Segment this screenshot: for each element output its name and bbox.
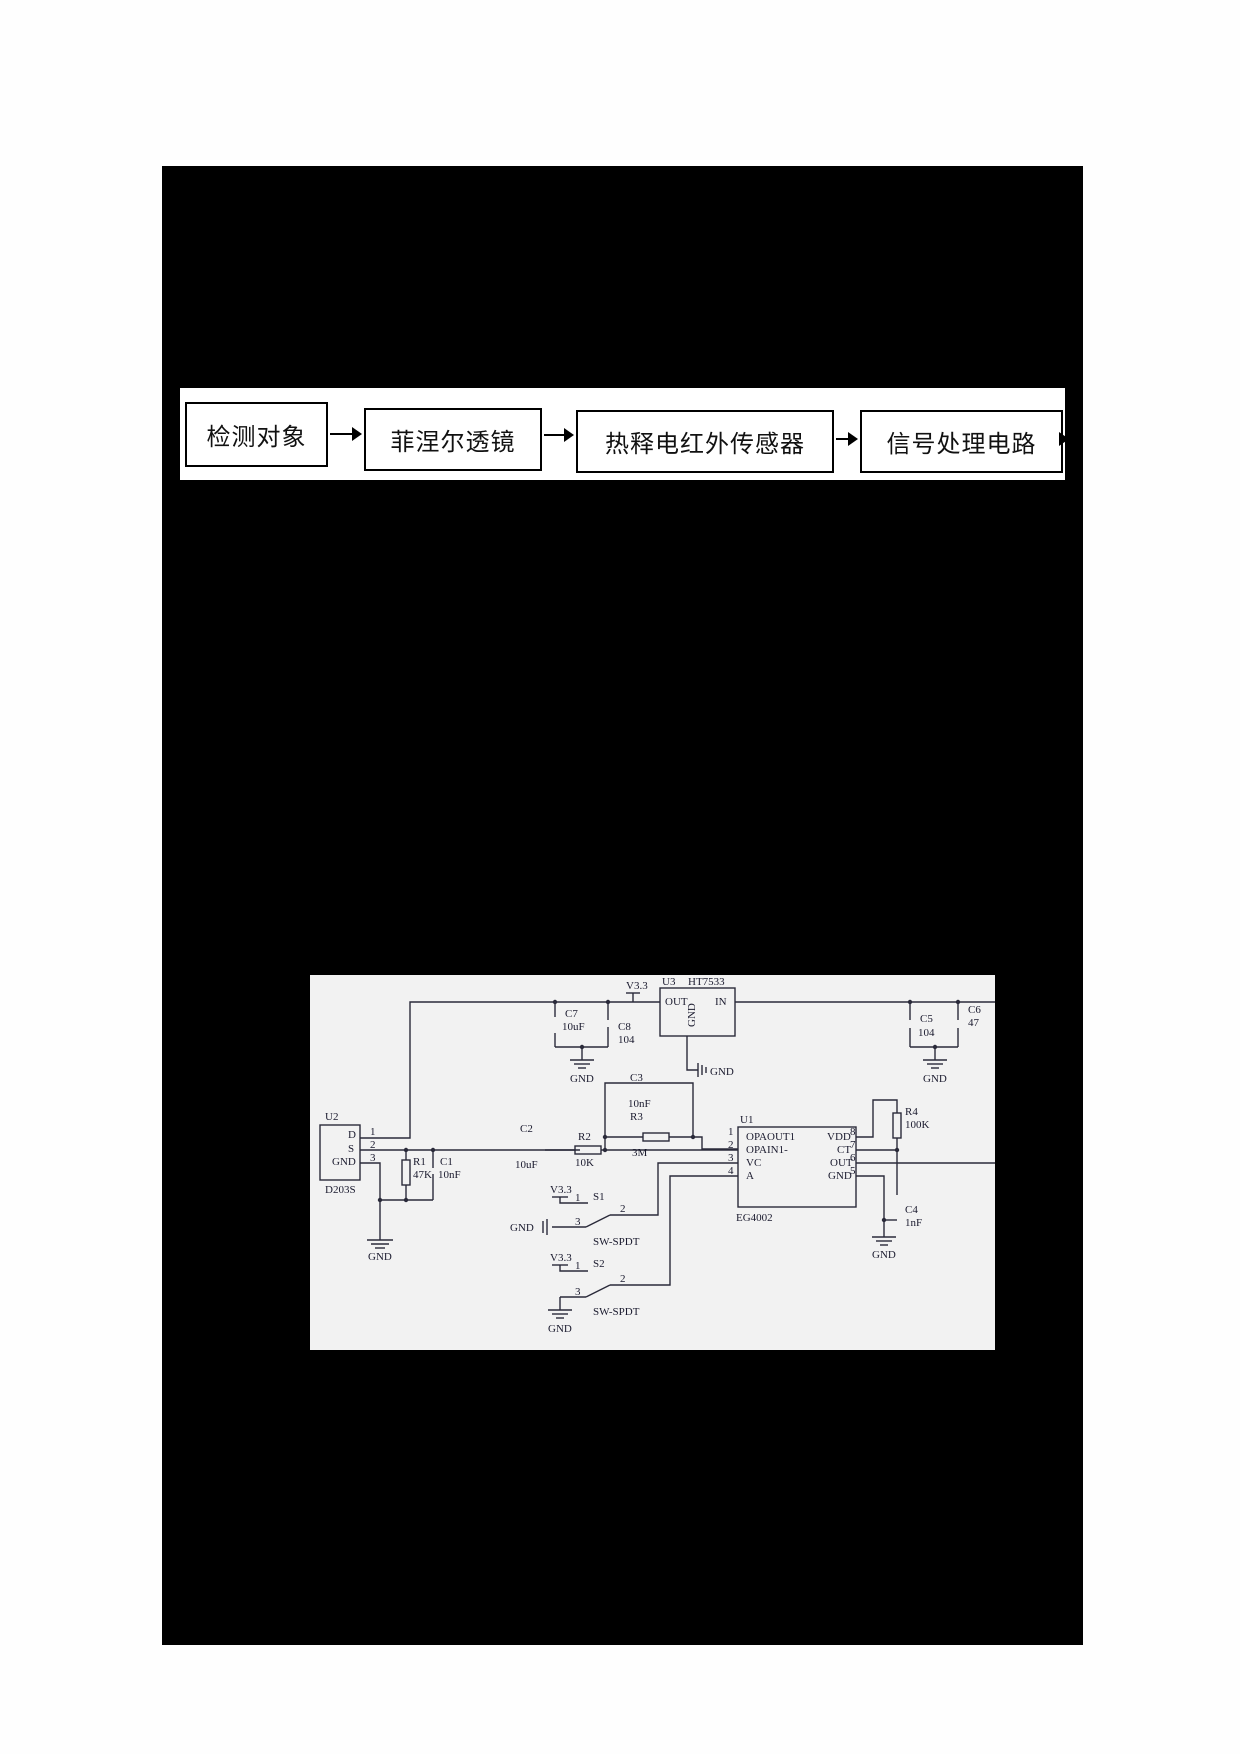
u1-pin-num: 2 — [728, 1139, 734, 1151]
r4-value: 100K — [905, 1119, 930, 1131]
u1-pin: VDD — [827, 1131, 851, 1143]
u2-pin-d: D — [348, 1129, 356, 1141]
u1-pin-num: 7 — [850, 1139, 856, 1151]
u3-pin-gnd: GND — [686, 1003, 698, 1027]
c4-ref: C4 — [905, 1204, 918, 1216]
s1-pin: 2 — [620, 1203, 626, 1215]
c5-value: 104 — [918, 1027, 935, 1039]
u2-pin-num: 2 — [370, 1139, 376, 1151]
u3-ref: U3 — [662, 976, 676, 988]
u3-part: HT7533 — [688, 976, 725, 988]
gnd-label: GND — [872, 1249, 896, 1261]
c7-ref: C7 — [565, 1008, 578, 1020]
s1-pin: 3 — [575, 1216, 581, 1228]
r1-ref: R1 — [413, 1156, 426, 1168]
c3-ref: C3 — [630, 1072, 643, 1084]
gnd-label: GND — [368, 1251, 392, 1263]
u2-part: D203S — [325, 1184, 356, 1196]
c1-ref: C1 — [440, 1156, 453, 1168]
arrow-icon — [1059, 432, 1069, 446]
u1-pin: OPAIN1- — [746, 1144, 788, 1156]
u2-ref: U2 — [325, 1111, 338, 1123]
u1-pin: VC — [746, 1157, 761, 1169]
flow-box-label: 信号处理电路 — [886, 430, 1037, 458]
c4-value: 1nF — [905, 1217, 922, 1229]
u1-pin-num: 8 — [850, 1126, 856, 1138]
block-diagram: 检测对象 菲涅尔透镜 热释电红外传感器 信号处理电路 — [180, 388, 1069, 480]
u1-pin-num: 3 — [728, 1152, 734, 1164]
gnd-label: GND — [923, 1073, 947, 1085]
flow-box-label: 检测对象 — [206, 423, 307, 451]
flow-box-signal-processing: 信号处理电路 — [860, 410, 1063, 473]
u1-part: EG4002 — [736, 1212, 773, 1224]
r2-ref: R2 — [578, 1131, 591, 1143]
u1-ref: U1 — [740, 1114, 753, 1126]
gnd-label: GND — [710, 1066, 734, 1078]
schematic-drawing: U2 D S GND 1 2 3 D203S C7 10uF C8 104 GN… — [319, 976, 995, 1335]
gnd-label: GND — [548, 1323, 572, 1335]
flow-box-label: 热释电红外传感器 — [605, 430, 805, 458]
u1-pin-num: 6 — [850, 1152, 856, 1164]
u3-pin-in: IN — [715, 996, 727, 1008]
u2-pin-s: S — [348, 1143, 354, 1155]
c8-value: 104 — [618, 1034, 635, 1046]
arrow-icon — [544, 428, 574, 442]
u1-pin: GND — [828, 1170, 852, 1182]
s1-type: SW-SPDT — [593, 1236, 640, 1248]
u1-pin: CT — [837, 1144, 851, 1156]
c2-ref: C2 — [520, 1123, 533, 1135]
c8-ref: C8 — [618, 1021, 631, 1033]
u1-pin-num: 4 — [728, 1165, 734, 1177]
vcc-label: V3.3 — [626, 980, 648, 992]
s2-pin: 1 — [575, 1260, 581, 1272]
s2-pin: 2 — [620, 1273, 626, 1285]
u1-pin-num: 1 — [728, 1126, 734, 1138]
vcc-label: V3.3 — [550, 1252, 572, 1264]
u2-pin-num: 1 — [370, 1126, 376, 1138]
c2-value: 10uF — [515, 1159, 538, 1171]
r1-value: 47K — [413, 1169, 432, 1181]
u2-pin-gnd: GND — [332, 1156, 356, 1168]
circuit-schematic: U2 D S GND 1 2 3 D203S C7 10uF C8 104 GN… — [310, 975, 995, 1350]
c3-value: 10nF — [628, 1098, 651, 1110]
s2-type: SW-SPDT — [593, 1306, 640, 1318]
arrow-icon — [330, 427, 362, 441]
s2-pin: 3 — [575, 1286, 581, 1298]
u3-pin-out: OUT — [665, 996, 688, 1008]
flow-box-detection-target: 检测对象 — [185, 402, 328, 467]
s1-ref: S1 — [593, 1191, 605, 1203]
r4-ref: R4 — [905, 1106, 918, 1118]
c7-value: 10uF — [562, 1021, 585, 1033]
r3-value: 3M — [632, 1147, 648, 1159]
u2-pin-num: 3 — [370, 1152, 376, 1164]
u1-pin: OUT — [830, 1157, 853, 1169]
flow-box-pir-sensor: 热释电红外传感器 — [576, 410, 834, 473]
u1-pin-num: 5 — [850, 1165, 856, 1177]
u1-pin: OPAOUT1 — [746, 1131, 795, 1143]
c1-value: 10nF — [438, 1169, 461, 1181]
r3-ref: R3 — [630, 1111, 643, 1123]
u1-pin: A — [746, 1170, 754, 1182]
c6-ref: C6 — [968, 1004, 981, 1016]
s1-pin: 1 — [575, 1192, 581, 1204]
s2-ref: S2 — [593, 1258, 605, 1270]
gnd-label: GND — [570, 1073, 594, 1085]
r2-value: 10K — [575, 1157, 594, 1169]
c6-value: 47 — [968, 1017, 980, 1029]
c5-ref: C5 — [920, 1013, 933, 1025]
vcc-label: V3.3 — [550, 1184, 572, 1196]
flow-box-fresnel-lens: 菲涅尔透镜 — [364, 408, 542, 471]
arrow-icon — [836, 432, 858, 446]
gnd-label: GND — [510, 1222, 534, 1234]
flow-box-label: 菲涅尔透镜 — [390, 428, 516, 456]
